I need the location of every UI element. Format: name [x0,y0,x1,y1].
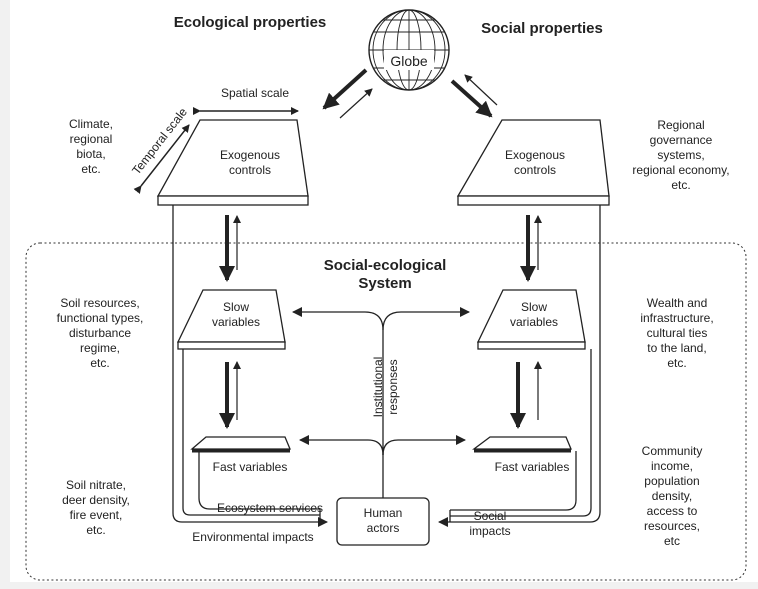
soil-resources-label: Soil resources, functional types, distur… [56,296,144,370]
right-to-globe-arrow [464,74,498,106]
spatial-scale-label: Spatial scale [220,86,290,100]
wealth-label: Wealth and infrastructure, cultural ties… [640,296,714,370]
diagram-background [10,0,758,582]
left-exogenous-controls-box [156,119,309,206]
human-actors-label: Human actors [363,506,403,535]
climate-label: Climate, regional biota, etc. [68,117,113,176]
left-fast-variables-label: Fast variables [212,460,288,474]
left-exogenous-controls-label: Exogenous controls [219,148,281,177]
globe-to-left-arrow [322,68,368,110]
globe-label: Globe [390,53,428,69]
right-exogenous-controls-box [456,119,610,206]
left-slow-variables-label: Slow variables [211,300,261,329]
temporal-scale-arrow [133,124,190,194]
social-impacts-label: Social impacts [469,509,511,538]
ecosystem-services-label: Ecosystem services [216,501,324,515]
left-fast-variables-box [190,436,291,453]
left-to-globe-arrow [339,88,373,119]
right-slow-variables-box [476,289,586,350]
right-fast-variables-label: Fast variables [494,460,570,474]
social-ecological-system-heading: Social-ecological System [323,257,447,292]
institutional-responses-arrows [292,307,470,498]
environmental-impacts-label: Environmental impacts [192,530,314,544]
left-slow-variables-box [176,289,286,350]
right-exogenous-controls-label: Exogenous controls [504,148,566,177]
governance-label: Regional governance systems, regional ec… [632,118,730,192]
community-label: Community income, population density, ac… [641,444,703,548]
right-feedback-lines [438,205,601,527]
left-feedback-lines [172,205,328,527]
right-slow-variables-label: Slow variables [509,300,559,329]
social-properties-heading: Social properties [481,20,603,37]
globe-to-right-arrow [450,79,493,118]
right-fast-variables-box [472,436,572,453]
ecological-properties-heading: Ecological properties [173,14,327,31]
globe-icon [368,9,450,91]
system-boundary [25,242,747,581]
institutional-responses-label: Institutional responses [371,356,400,418]
soil-nitrate-label: Soil nitrate, deer density, fire event, … [62,478,130,537]
